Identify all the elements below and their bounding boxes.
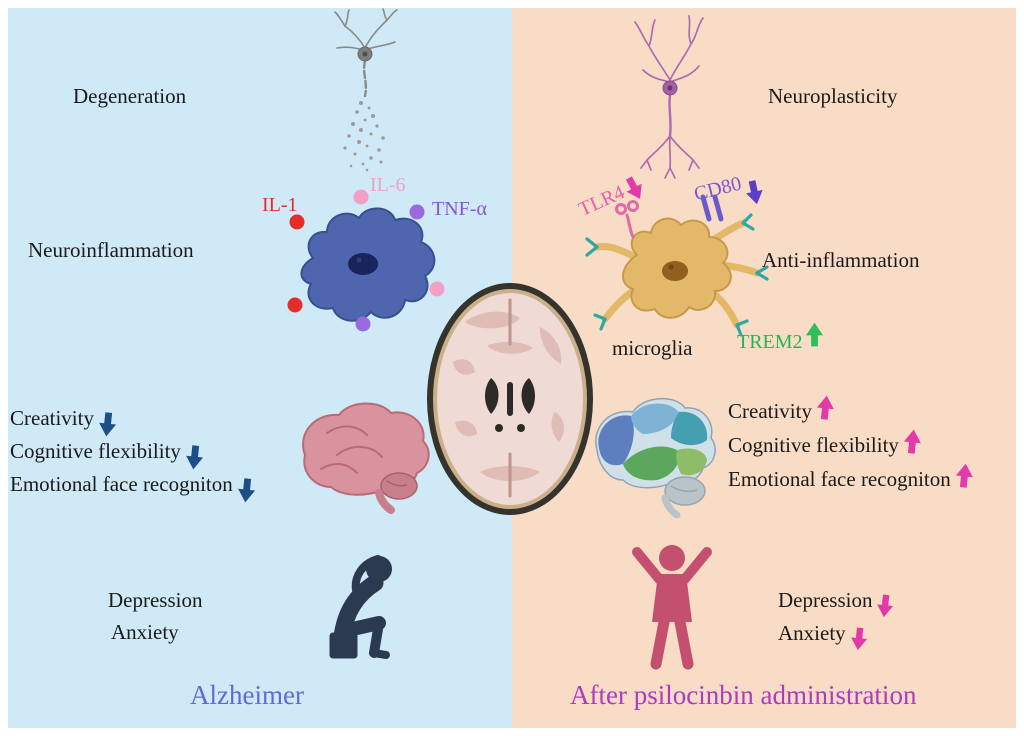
surface-receptor-icons [585,213,769,337]
neuroplasticity-label: Neuroplasticity [768,84,898,108]
down-arrow-icon [186,445,203,470]
degeneration-label: Degeneration [73,84,187,108]
neuroinflammation-label: Neuroinflammation [28,238,194,262]
up-arrow-icon [806,322,823,347]
cognitive-flexibility-row: Cognitive flexibility [728,428,973,462]
tnfa-label: TNF-α [432,198,487,220]
psilocybin-title: After psilocinbin administration [570,680,917,710]
healthy-neuron-icon [634,15,704,179]
alzheimer-panel [8,8,512,728]
emotional-face-label: Emotional face recogniton [10,472,233,496]
left-cognition-list: Creativity Cognitive flexibility Emotion… [10,402,255,503]
anxiety-label-left: Anxiety [111,620,179,644]
creativity-row: Creativity [10,402,255,437]
cognitive-flexibility-label: Cognitive flexibility [728,432,899,457]
happy-person-icon [632,545,712,670]
anxiety-row: Anxiety [778,617,893,650]
depressed-person-icon [329,555,392,659]
colorful-brain-icon [595,397,716,519]
cd80-receptor-icon [700,194,724,222]
depression-row: Depression [778,584,894,617]
down-arrow-icon [625,176,642,200]
microglia-label: microglia [612,336,693,360]
depression-label-right: Depression [778,588,873,612]
down-arrow-icon [850,627,867,650]
up-arrow-icon [955,463,973,488]
emotional-face-row: Emotional face recogniton [10,468,255,503]
psilocybin-panel [512,8,1016,728]
depression-label-left: Depression [108,588,203,612]
creativity-label: Creativity [10,406,94,430]
cognitive-flexibility-row: Cognitive flexibility [10,435,255,470]
cytokine-dots [287,189,445,332]
down-arrow-icon [99,412,117,437]
homeostatic-microglia-icon [585,194,769,337]
emotional-face-row: Emotional face recogniton [728,462,973,496]
activated-microglia-icon [287,189,445,332]
emotional-face-label: Emotional face recogniton [728,466,951,491]
right-cognition-list: Creativity Cognitive flexibility Emotion… [728,394,973,496]
alzheimer-title: Alzheimer [190,680,304,710]
il6-label: IL-6 [370,174,406,196]
creativity-row: Creativity [728,394,973,428]
il1-dot-icon [287,297,303,313]
tnfa-dot-icon [355,316,371,332]
il6-dot-icon [429,281,445,297]
tlr4-receptor-icon [615,200,639,239]
degenerating-neuron-icon [334,8,398,172]
anti-inflammation-label: Anti-inflammation [762,248,920,272]
brain-cross-section-icon [427,283,593,515]
right-mood-list: Depression Anxiety [778,584,894,650]
il1-label: IL-1 [262,194,298,216]
il6-dot-icon [353,189,369,205]
pink-brain-icon [302,402,430,514]
down-arrow-icon [746,180,763,205]
il1-dot-icon [289,214,305,230]
anxiety-label-right: Anxiety [778,621,846,645]
down-arrow-icon [877,594,894,617]
down-arrow-icon [237,478,255,503]
creativity-label: Creativity [728,398,812,423]
up-arrow-icon [816,395,834,420]
up-arrow-icon [903,429,921,454]
cognitive-flexibility-label: Cognitive flexibility [10,439,181,463]
tnfa-dot-icon [409,204,425,220]
trem2-label: TREM2 [737,331,803,353]
